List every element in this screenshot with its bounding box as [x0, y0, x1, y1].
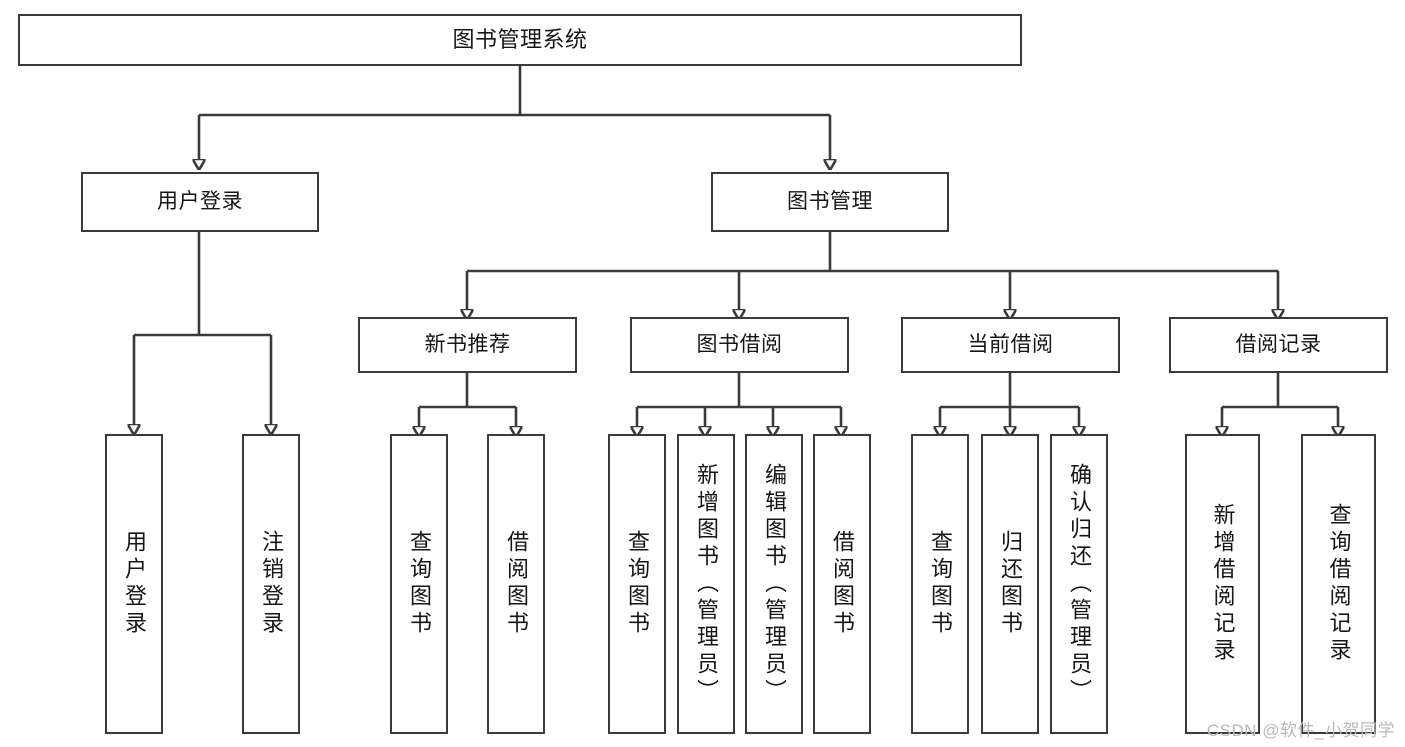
node-leaf-query-book-3[interactable]: 查询图书 — [911, 434, 969, 734]
node-leaf-confirm-return[interactable]: 确认归还（管理员） — [1050, 434, 1108, 734]
node-label: 图书管理 — [787, 189, 873, 213]
watermark-text: CSDN @软件_小贺同学 — [1206, 721, 1395, 740]
node-leaf-borrow-book-1[interactable]: 借阅图书 — [487, 434, 545, 734]
node-book-manage[interactable]: 图书管理 — [711, 172, 949, 232]
node-leaf-query-book-1[interactable]: 查询图书 — [390, 434, 448, 734]
node-label: 查询图书 — [625, 530, 650, 638]
node-leaf-user-login[interactable]: 用户登录 — [105, 434, 163, 734]
node-label: 借阅图书 — [830, 530, 855, 638]
node-label: 用户登录 — [157, 189, 243, 213]
node-label: 用户登录 — [122, 530, 147, 638]
node-label: 借阅图书 — [504, 530, 529, 638]
node-label: 查询借阅记录 — [1326, 503, 1352, 665]
node-label: 新增借阅记录 — [1210, 503, 1236, 665]
node-label: 确认归还（管理员） — [1067, 462, 1092, 706]
node-new-book-rec[interactable]: 新书推荐 — [358, 317, 577, 373]
node-label: 新书推荐 — [424, 332, 511, 356]
node-leaf-add-book[interactable]: 新增图书（管理员） — [677, 434, 735, 734]
node-label: 图书借阅 — [696, 332, 783, 356]
node-book-borrow[interactable]: 图书借阅 — [630, 317, 849, 373]
node-label: 注销登录 — [259, 530, 284, 638]
node-label: 编辑图书（管理员） — [762, 462, 787, 706]
node-label: 查询图书 — [407, 530, 432, 638]
node-leaf-query-book-2[interactable]: 查询图书 — [608, 434, 666, 734]
node-borrow-record[interactable]: 借阅记录 — [1169, 317, 1388, 373]
node-label: 图书管理系统 — [452, 27, 588, 53]
node-label: 查询图书 — [928, 530, 953, 638]
node-leaf-borrow-book-2[interactable]: 借阅图书 — [813, 434, 871, 734]
node-root-system[interactable]: 图书管理系统 — [18, 14, 1022, 66]
node-leaf-query-record[interactable]: 查询借阅记录 — [1301, 434, 1376, 734]
node-current-borrow[interactable]: 当前借阅 — [901, 317, 1120, 373]
node-leaf-edit-book[interactable]: 编辑图书（管理员） — [745, 434, 803, 734]
node-leaf-return-book[interactable]: 归还图书 — [981, 434, 1039, 734]
node-label: 归还图书 — [998, 530, 1023, 638]
node-user-login[interactable]: 用户登录 — [81, 172, 319, 232]
node-label: 当前借阅 — [967, 332, 1054, 356]
node-label: 借阅记录 — [1235, 332, 1322, 356]
node-leaf-add-record[interactable]: 新增借阅记录 — [1185, 434, 1260, 734]
node-leaf-logout[interactable]: 注销登录 — [242, 434, 300, 734]
node-label: 新增图书（管理员） — [694, 462, 719, 706]
